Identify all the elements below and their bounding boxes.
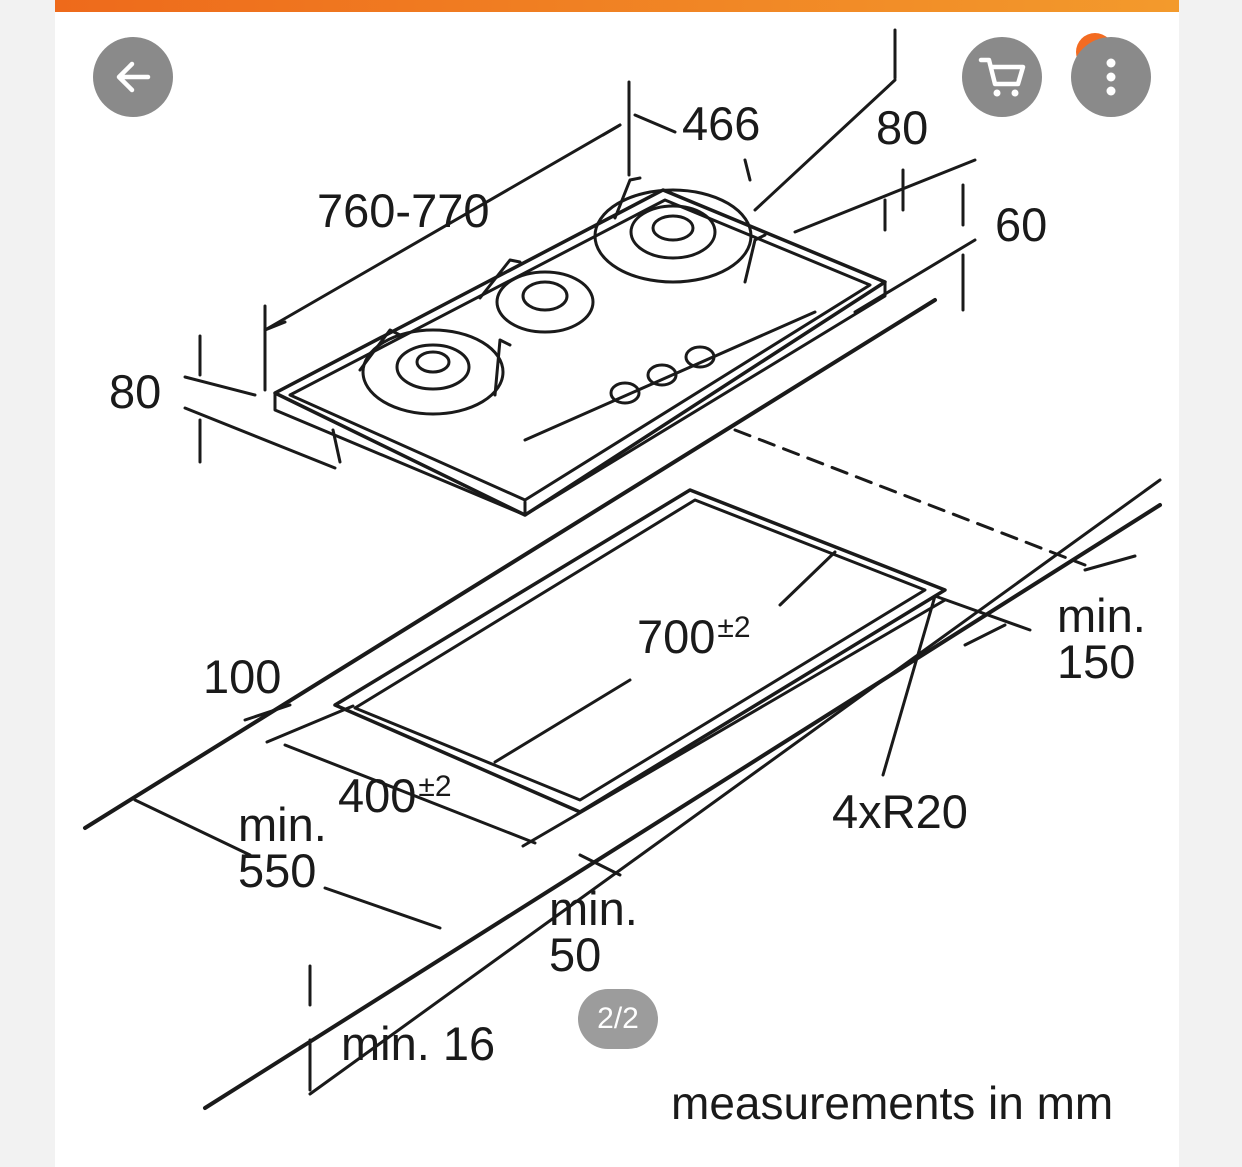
arrow-left-icon bbox=[116, 61, 151, 93]
label-radius: 4xR20 bbox=[832, 785, 968, 838]
label-height-right: 80 bbox=[876, 101, 929, 154]
label-min-16: min. 16 bbox=[341, 1017, 496, 1070]
label-min-150: min.150 bbox=[1057, 589, 1146, 688]
label-cutout-width: 700±2 bbox=[637, 610, 751, 663]
label-depth-hob: 466 bbox=[682, 97, 761, 150]
label-offset-right: 60 bbox=[995, 198, 1048, 251]
cart-icon bbox=[978, 57, 1026, 97]
more-vertical-icon bbox=[1106, 58, 1116, 96]
more-options-button[interactable] bbox=[1071, 37, 1151, 117]
installation-diagram bbox=[83, 28, 1162, 1110]
top-accent-bar bbox=[55, 0, 1179, 12]
label-front-edge: 100 bbox=[203, 650, 282, 703]
label-height-front: 80 bbox=[109, 365, 162, 418]
cart-button[interactable] bbox=[962, 37, 1042, 117]
back-button[interactable] bbox=[93, 37, 173, 117]
label-min-50: min.50 bbox=[549, 882, 638, 981]
image-viewer: 760-770 466 80 60 80 700±2 100 min.150 4… bbox=[55, 0, 1179, 1167]
label-min-550: min.550 bbox=[238, 798, 327, 897]
label-width-hob: 760-770 bbox=[317, 184, 490, 237]
label-cutout-depth: 400±2 bbox=[338, 769, 452, 822]
measurement-footnote: measurements in mm bbox=[671, 1077, 1114, 1129]
image-pager: 2/2 bbox=[578, 989, 658, 1049]
